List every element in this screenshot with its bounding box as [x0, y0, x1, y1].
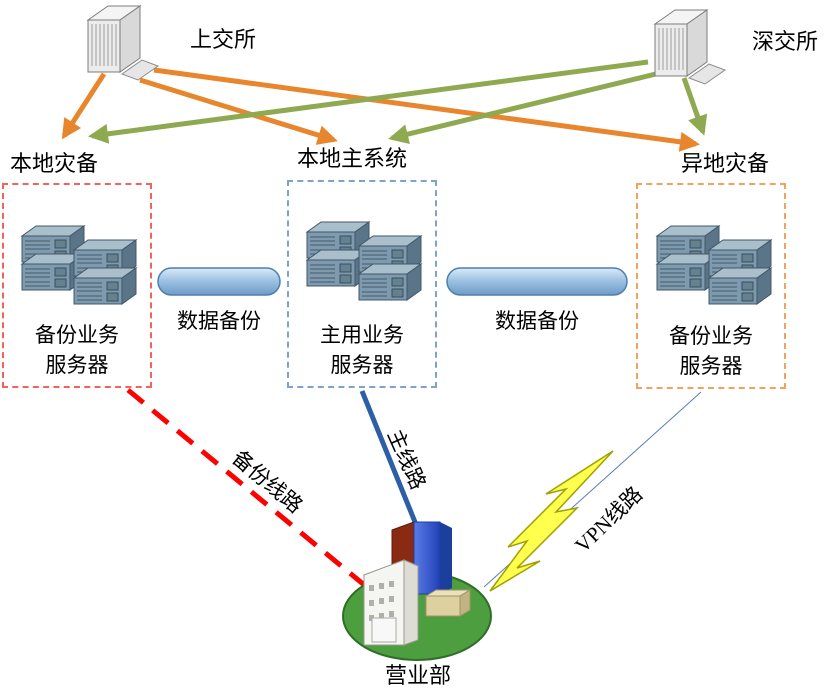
site-title-remote-dr: 异地灾备 [681, 151, 770, 176]
branch-campus-icon [342, 521, 492, 661]
szse-to-local-dr-arrow [88, 59, 649, 144]
local-main-server-label: 主用业务服务器 [320, 323, 404, 377]
szse-label: 深交所 [752, 29, 819, 54]
branch-label: 营业部 [384, 663, 451, 688]
data-backup-label-left: 数据备份 [177, 309, 261, 333]
site-box-local-main: 主用业务服务器 [287, 180, 437, 388]
site-title-local-dr: 本地灾备 [10, 151, 99, 176]
site-title-local-main: 本地主系统 [297, 146, 408, 171]
data-backup-label-right: 数据备份 [495, 309, 579, 333]
szse-server-icon [654, 9, 726, 85]
sse-server-icon [87, 5, 159, 81]
sse-to-local-dr-arrow [61, 72, 107, 140]
data-backup-pipe-right [446, 267, 628, 296]
remote-dr-server-label: 备份业务服务器 [669, 324, 753, 378]
sse-feed-arrows [61, 67, 700, 152]
backup-line [126, 388, 376, 595]
sse-to-local-main-arrow [139, 77, 338, 145]
site-box-remote-dr: 备份业务服务器 [636, 183, 786, 389]
main-line [359, 390, 420, 528]
szse-feed-arrows [88, 59, 708, 144]
site-box-local-dr: 备份业务服务器 [2, 183, 152, 388]
szse-to-remote-dr-arrow [681, 77, 708, 136]
data-backup-pipe-left [157, 267, 281, 296]
vpn-lightning-icon [489, 450, 614, 592]
local-dr-server-label: 备份业务服务器 [35, 323, 119, 377]
szse-to-local-main-arrow [388, 69, 665, 144]
sse-label: 上交所 [190, 27, 257, 52]
sse-to-remote-dr-arrow [153, 67, 700, 152]
